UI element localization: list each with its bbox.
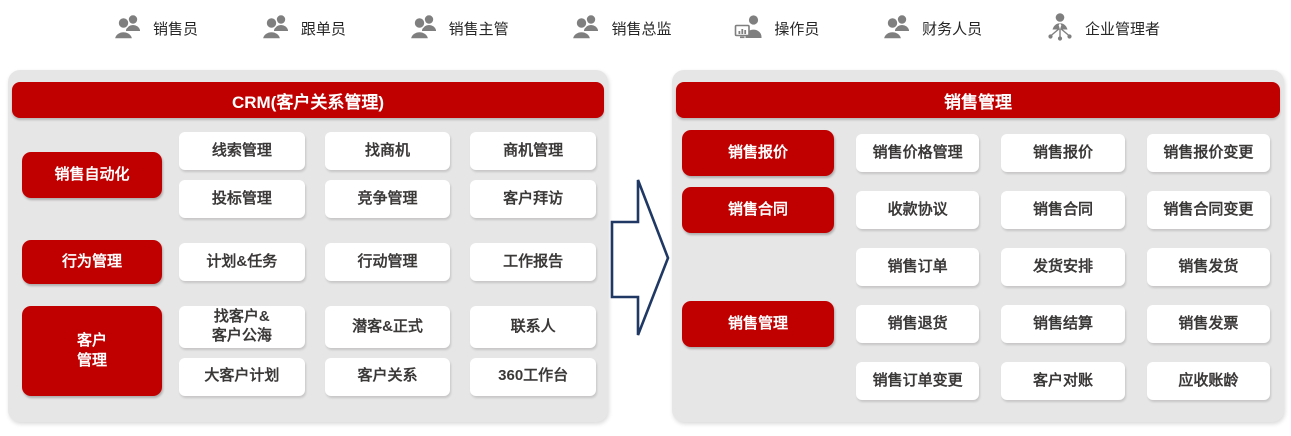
crm-panel: CRM(客户关系管理) 销售自动化 线索管理 找商机 商机管理 投标管理 竞争管…	[8, 70, 608, 422]
people-icon	[113, 15, 140, 40]
feature-card: 工作报告	[470, 243, 597, 281]
empty-label-cell	[682, 358, 834, 404]
org-manager-icon	[1048, 13, 1072, 41]
sales-panel: 销售管理 销售报价 销售价格管理 销售报价 销售报价变更 销售合同 收款协议 销…	[672, 70, 1284, 422]
role-sales-director: 销售总监	[570, 12, 672, 44]
role-finance-staff: 财务人员	[881, 12, 982, 44]
people-icon	[409, 15, 436, 40]
feature-card: 商机管理	[470, 132, 597, 170]
role-salesperson: 销售员	[112, 12, 198, 44]
feature-card: 客户对账	[1001, 362, 1125, 400]
feature-card: 行动管理	[324, 243, 451, 281]
role-label: 财务人员	[922, 20, 983, 38]
people-icon	[882, 15, 910, 40]
role-order-follower: 跟单员	[260, 12, 346, 44]
feature-card: 销售订单	[856, 248, 980, 286]
flow-arrow	[604, 168, 676, 348]
group-label-sales-contract: 销售合同	[682, 187, 834, 233]
group-behavior-management: 行为管理 计划&任务 行动管理 工作报告	[22, 240, 597, 284]
feature-card: 收款协议	[856, 191, 980, 229]
crm-panel-content: 销售自动化 线索管理 找商机 商机管理 投标管理 竞争管理 客户拜访 行为管理	[8, 118, 608, 396]
group-customer-management: 客户 管理 找客户& 客户公海 潜客&正式 联系人 大客户计划 客户关系 360…	[22, 306, 597, 396]
roles-row: 销售员 跟单员 销售主管 销售总监	[112, 12, 1160, 44]
operator-monitor-icon	[735, 15, 762, 39]
feature-card: 线索管理	[179, 132, 305, 170]
feature-card: 销售发货	[1146, 248, 1270, 286]
group-label-customer-management: 客户 管理	[22, 306, 162, 396]
feature-card: 销售结算	[1001, 305, 1125, 343]
feature-card: 销售报价	[1001, 134, 1125, 172]
role-sales-supervisor: 销售主管	[408, 12, 509, 44]
feature-card: 360工作台	[470, 357, 597, 396]
role-label: 销售主管	[448, 20, 509, 38]
feature-card: 大客户计划	[179, 357, 305, 396]
feature-card: 潜客&正式	[324, 306, 451, 348]
group-label-sales-management: 销售管理	[682, 301, 834, 347]
feature-card: 应收账龄	[1146, 362, 1270, 400]
feature-card: 客户拜访	[470, 180, 597, 218]
group-sales-automation: 销售自动化 线索管理 找商机 商机管理 投标管理 竞争管理 客户拜访	[22, 132, 597, 218]
role-label: 销售总监	[611, 20, 672, 38]
feature-card: 销售退货	[856, 305, 980, 343]
feature-card: 销售合同变更	[1146, 191, 1270, 229]
role-label: 操作员	[774, 20, 820, 38]
group-label-sales-automation: 销售自动化	[22, 152, 162, 198]
role-label: 销售员	[153, 20, 199, 38]
empty-label-cell	[682, 244, 834, 290]
role-enterprise-manager: 企业管理者	[1044, 12, 1160, 44]
feature-card: 销售发票	[1146, 305, 1270, 343]
feature-card: 销售价格管理	[856, 134, 980, 172]
feature-card: 销售报价变更	[1146, 134, 1270, 172]
role-label: 企业管理者	[1084, 20, 1160, 38]
people-icon	[261, 15, 288, 40]
group-label-sales-quotation: 销售报价	[682, 130, 834, 176]
role-label: 跟单员	[300, 20, 346, 38]
feature-card: 找客户& 客户公海	[179, 306, 305, 348]
role-operator: 操作员	[733, 12, 819, 44]
right-block-arrow-icon	[610, 179, 670, 336]
group-label-behavior-management: 行为管理	[22, 240, 162, 284]
sales-panel-title: 销售管理	[676, 82, 1280, 118]
crm-panel-title: CRM(客户关系管理)	[12, 82, 604, 118]
people-icon	[572, 15, 599, 40]
feature-card: 发货安排	[1001, 248, 1125, 286]
feature-card: 销售订单变更	[856, 362, 980, 400]
sales-panel-content: 销售报价 销售价格管理 销售报价 销售报价变更 销售合同 收款协议 销售合同 销…	[682, 130, 1270, 404]
feature-card: 找商机	[324, 132, 451, 170]
feature-card: 投标管理	[179, 180, 305, 218]
feature-card: 客户关系	[324, 357, 451, 396]
feature-card: 竞争管理	[324, 180, 451, 218]
feature-card: 联系人	[470, 306, 597, 348]
feature-card: 销售合同	[1001, 191, 1125, 229]
feature-card: 计划&任务	[179, 243, 305, 281]
